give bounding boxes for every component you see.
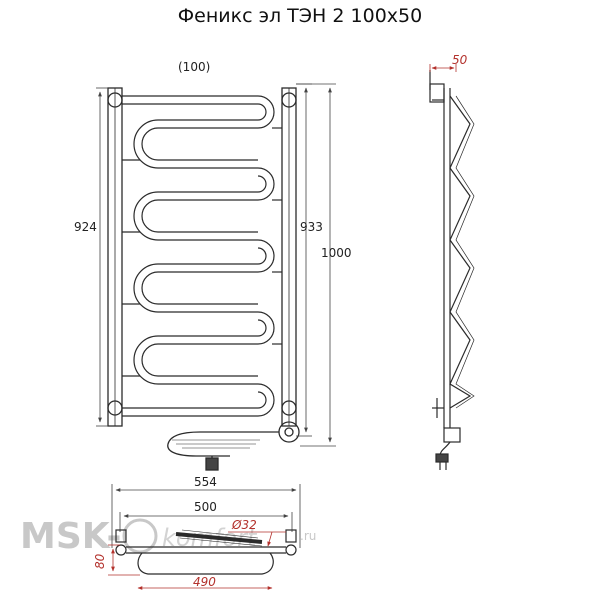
dim-left-height-label: 924 [74,220,97,234]
bracket-top-right [281,92,297,108]
dim-left-height [96,87,108,427]
side-zigzag [449,95,472,409]
dim-pipe-spacing-label: (100) [178,60,210,74]
bracket-top-left [107,92,123,108]
page-title: Феникс эл ТЭН 2 100x50 [177,5,423,27]
dim-coil-width-label: 490 [193,575,216,589]
bottom-view [108,484,301,590]
watermark-domain: .ru [300,529,316,543]
dim-axis-width-label: 500 [194,500,217,514]
dim-center-height [296,83,312,437]
dim-wall-offset-label: 50 [452,53,468,67]
bracket-bottom-right [281,400,297,416]
coil-outline [137,552,274,575]
front-view [96,83,336,471]
side-view [429,64,475,470]
watermark-logo-icon [122,518,158,554]
dim-pipe-diameter-label: Ø32 [231,518,257,532]
watermark: MSK- komfort .ru [20,516,316,557]
heating-element [167,421,300,471]
dim-total-height-label: 1000 [321,246,352,260]
dim-center-height-label: 933 [300,220,323,234]
dim-pipe-diameter [228,531,286,547]
dim-depth-label: 80 [93,553,107,569]
serpentine-coil [122,95,282,417]
dim-total-width-label: 554 [194,475,217,489]
dim-wall-offset [429,64,457,72]
dim-depth [108,544,140,576]
watermark-brand-left: MSK- [20,516,121,557]
dim-axis-width [119,512,293,532]
dim-total-width [111,484,301,548]
dim-total-height [296,83,336,447]
